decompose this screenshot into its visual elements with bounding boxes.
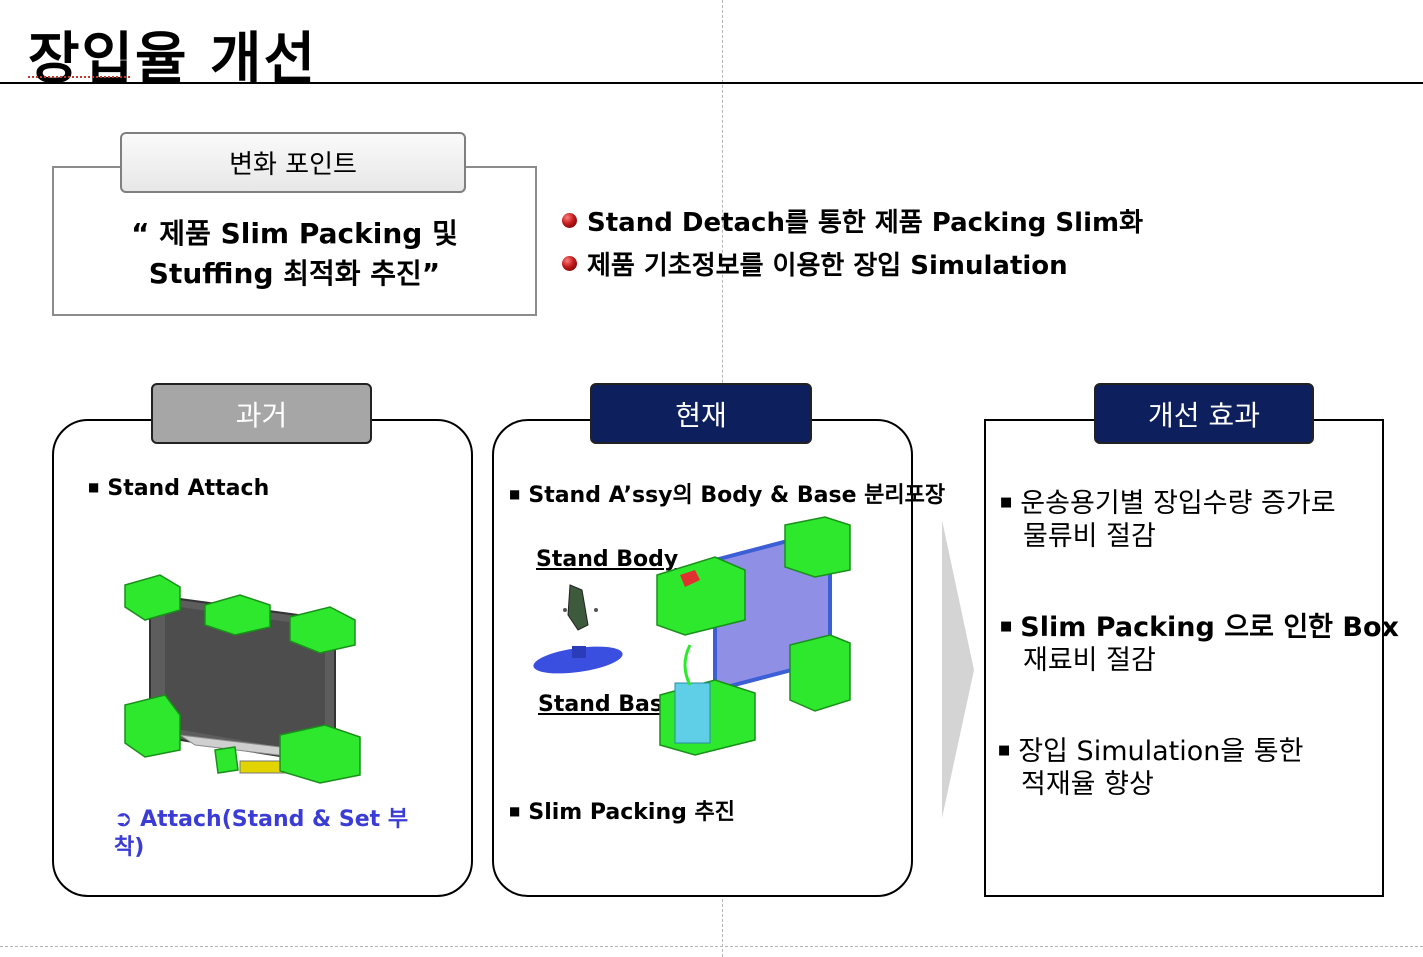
key-bullet-1-text: Stand Detach를 통한 제품 Packing Slim화 bbox=[587, 208, 1143, 238]
effect-tab: 개선 효과 bbox=[1094, 383, 1314, 444]
square-bullet-icon: ■ bbox=[1000, 619, 1013, 634]
hollow-arrow-icon: ➲ bbox=[114, 807, 133, 832]
square-bullet-icon: ■ bbox=[998, 743, 1011, 758]
present-item-2: ■ Slim Packing 추진 bbox=[509, 794, 735, 826]
red-label-part bbox=[680, 570, 700, 587]
past-note-line1: Attach(Stand & Set 부 bbox=[140, 807, 409, 832]
effect-item-1-line2: 물류비 절감 bbox=[1023, 521, 1156, 552]
change-point-line2: Stuffing 최적화 추진” bbox=[148, 257, 441, 290]
separated-stand-illustration bbox=[533, 584, 623, 674]
effect-item-2-line2: 재료비 절감 bbox=[1023, 645, 1156, 676]
square-bullet-icon: ■ bbox=[1000, 495, 1013, 510]
slide-title: 장입율 개선 bbox=[28, 27, 318, 92]
tv-screen bbox=[165, 605, 325, 755]
title-rule bbox=[0, 82, 1423, 84]
present-item-2-text: Slim Packing 추진 bbox=[528, 800, 735, 825]
change-point-tab: 변화 포인트 bbox=[120, 132, 466, 193]
stand-neck-box bbox=[239, 760, 286, 774]
effect-item-1-line1: 운송용기별 장입수량 증가로 bbox=[1020, 488, 1336, 519]
present-item-1-text: Stand A’ssy의 Body & Base 분리포장 bbox=[528, 483, 946, 508]
chevron-right-arrow-icon bbox=[942, 520, 974, 818]
effect-panel bbox=[984, 419, 1384, 897]
square-bullet-icon: ■ bbox=[509, 487, 521, 501]
past-note: ➲ Attach(Stand & Set 부 착) bbox=[114, 806, 408, 862]
stand-base-part bbox=[533, 646, 623, 674]
present-item-1: ■ Stand A’ssy의 Body & Base 분리포장 bbox=[509, 477, 945, 509]
effect-item-1: ■ 운송용기별 장입수량 증가로 물류비 절감 bbox=[1000, 486, 1336, 553]
effect-item-3-line2: 적재율 향상 bbox=[1021, 769, 1154, 800]
effect-item-3: ■ 장입 Simulation을 통한 적재율 향상 bbox=[998, 734, 1303, 801]
green-cushions bbox=[124, 574, 361, 784]
square-bullet-icon: ■ bbox=[88, 480, 100, 494]
stand-base-label: Stand Base bbox=[538, 692, 678, 717]
square-bullet-icon: ■ bbox=[509, 804, 521, 818]
effect-item-2: ■ Slim Packing 으로 인한 Box 재료비 절감 bbox=[1000, 610, 1399, 677]
past-note-line2: 착) bbox=[114, 835, 145, 860]
cyan-box-part bbox=[674, 682, 711, 744]
red-ball-bullet-icon bbox=[562, 256, 577, 271]
tv-with-stand-packing-illustration bbox=[124, 574, 361, 784]
change-point-text: “ 제품 Slim Packing 및 Stuffing 최적화 추진” bbox=[54, 214, 535, 294]
past-tab: 과거 bbox=[151, 383, 372, 444]
present-tab: 현재 bbox=[590, 383, 812, 444]
effect-item-2-line1: Slim Packing 으로 인한 Box bbox=[1020, 612, 1399, 643]
past-item-text: Stand Attach bbox=[107, 476, 270, 501]
change-point-line1: “ 제품 Slim Packing 및 bbox=[131, 217, 458, 250]
past-item: ■ Stand Attach bbox=[88, 476, 269, 501]
key-bullet-1: Stand Detach를 통한 제품 Packing Slim화 bbox=[562, 202, 1143, 239]
effect-item-3-line1: 장입 Simulation을 통한 bbox=[1018, 736, 1304, 767]
slim-packing-illustration bbox=[656, 516, 851, 756]
red-ball-bullet-icon bbox=[562, 213, 577, 228]
key-bullet-2-text: 제품 기초정보를 이용한 장입 Simulation bbox=[587, 251, 1068, 281]
spellcheck-underline bbox=[28, 74, 130, 78]
stand-body-part bbox=[567, 584, 589, 631]
key-bullet-2: 제품 기초정보를 이용한 장입 Simulation bbox=[562, 245, 1068, 282]
bottom-guide-line bbox=[0, 946, 1423, 947]
stand-body-label: Stand Body bbox=[536, 547, 679, 572]
